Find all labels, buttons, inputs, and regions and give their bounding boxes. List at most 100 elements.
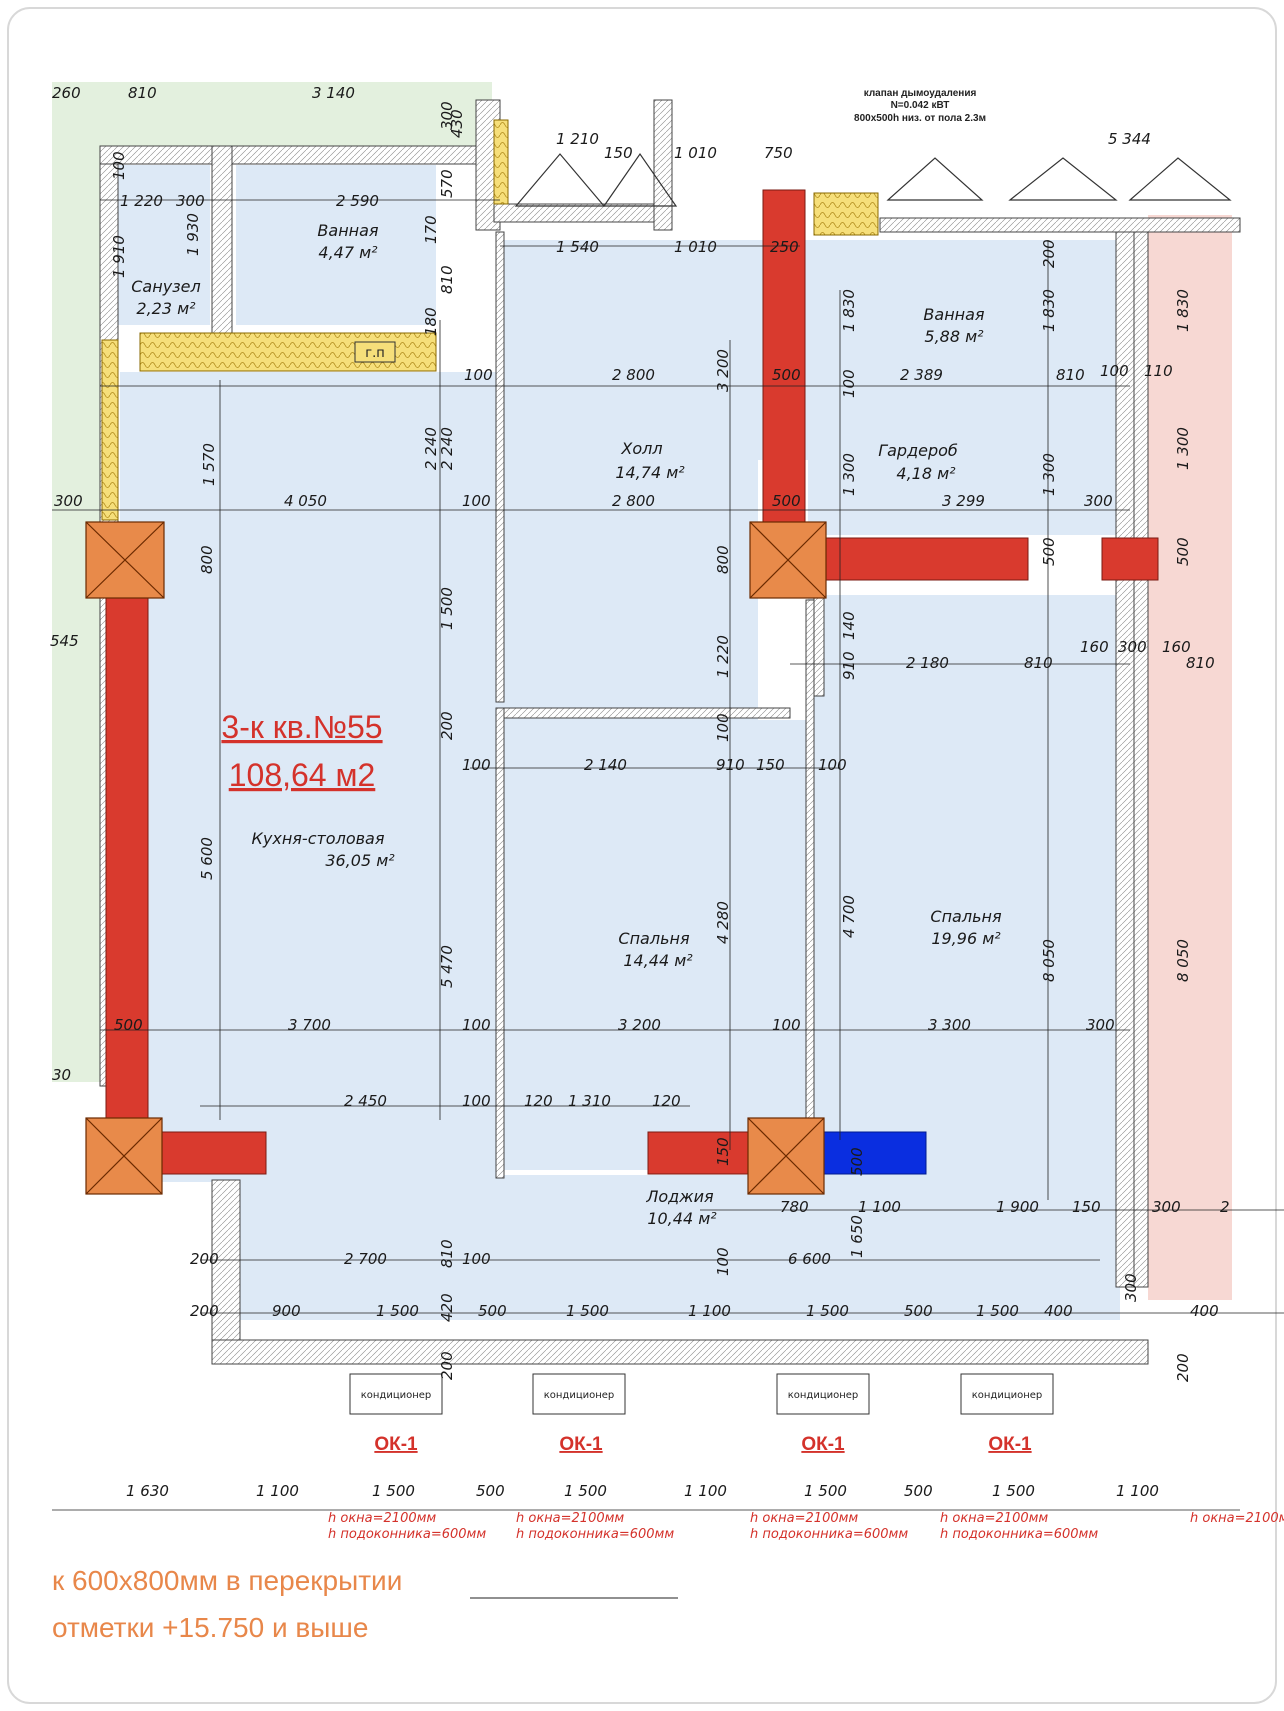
- room-hall-name: Холл: [620, 439, 662, 458]
- dim-v: 170: [422, 215, 440, 244]
- dim: 910: [716, 756, 745, 774]
- dim: 2 389: [900, 366, 943, 384]
- dim: 120: [652, 1092, 681, 1110]
- h-window-note: h окна=2100мм: [328, 1511, 436, 1526]
- dim-v: 5 470: [438, 945, 456, 988]
- column-tc: [749, 521, 827, 599]
- dim-bottom: 500: [476, 1482, 505, 1500]
- dim-v: 1 300: [1174, 427, 1192, 470]
- dim: 100: [462, 492, 491, 510]
- dim-v: 500: [1040, 537, 1058, 566]
- dim: 100: [462, 1016, 491, 1034]
- window-highlight-blue: [823, 1131, 927, 1175]
- dim: 810: [1024, 654, 1053, 672]
- room-wc-area: 2,23 м²: [136, 299, 196, 318]
- dim: 3 700: [288, 1016, 331, 1034]
- dim-v: 2 240: [422, 427, 440, 470]
- h-sill-note: h подоконника=600мм: [750, 1527, 908, 1542]
- bottom-note-2: отметки +15.750 и выше: [52, 1612, 368, 1643]
- dim: 100: [1100, 362, 1129, 380]
- room-bath1-area: 4,47 м²: [318, 243, 378, 262]
- room-wc-name: Санузел: [131, 277, 200, 296]
- dim-bottom: 1 500: [992, 1482, 1035, 1500]
- window-mark: ОК-1: [374, 1434, 418, 1455]
- dim: 100: [462, 1250, 491, 1268]
- dim: 1 210: [556, 130, 599, 148]
- dim-bottom: 1 500: [372, 1482, 415, 1500]
- dim: 1 100: [858, 1198, 901, 1216]
- dim: 150: [1072, 1198, 1101, 1216]
- column-tl: [85, 521, 165, 599]
- dim: 200: [190, 1250, 219, 1268]
- room-bath2-name: Ванная: [923, 305, 985, 324]
- top-note-2: N=0.042 кВТ: [891, 100, 950, 111]
- h-window-note: h окна=2100мм: [750, 1511, 858, 1526]
- dim: 750: [764, 144, 793, 162]
- dim-v: 4 700: [840, 895, 858, 938]
- dim: 300: [1086, 1016, 1115, 1034]
- dim: 2 180: [906, 654, 949, 672]
- dim: 160: [1080, 638, 1109, 656]
- dim: 3 299: [942, 492, 985, 510]
- dim-v: 1 930: [184, 213, 202, 256]
- dim-v: 2 240: [438, 427, 456, 470]
- dim: 100: [818, 756, 847, 774]
- dim: 1 100: [688, 1302, 731, 1320]
- dim: 250: [770, 238, 799, 256]
- dim: 500: [772, 366, 801, 384]
- dim: 1 500: [566, 1302, 609, 1320]
- h-window-note: h окна=2100мм: [516, 1511, 624, 1526]
- dim: 3 300: [928, 1016, 971, 1034]
- dim: 810: [1186, 654, 1215, 672]
- h-sill-note: h подоконника=600мм: [516, 1527, 674, 1542]
- left-neighbor-top: [102, 82, 492, 148]
- dim-v: 180: [422, 307, 440, 336]
- room-bedroom1-area: 14,44 м²: [623, 951, 693, 970]
- dim: 2 800: [612, 492, 655, 510]
- dim-bottom: 1 100: [1116, 1482, 1159, 1500]
- dim-v: 200: [438, 1351, 456, 1380]
- dim-v: 800: [714, 545, 732, 574]
- dim: 1 540: [556, 238, 599, 256]
- dim-v: 810: [438, 1239, 456, 1268]
- dim: 2 700: [344, 1250, 387, 1268]
- window-mark: ОК-1: [559, 1434, 603, 1455]
- apartment-title: 3-к кв.№55: [221, 709, 382, 745]
- h-window-note: h окна=2100мм: [1190, 1511, 1284, 1526]
- dim: 3 200: [618, 1016, 661, 1034]
- dim: 1 310: [568, 1092, 611, 1110]
- dim: 1 900: [996, 1198, 1039, 1216]
- dim-v: 1 830: [840, 289, 858, 332]
- dim: 4 050: [284, 492, 327, 510]
- room-loggia-area: 10,44 м²: [647, 1209, 717, 1228]
- dim-v: 420: [438, 1293, 456, 1322]
- dim: 810: [1056, 366, 1085, 384]
- dim-bottom: 1 100: [684, 1482, 727, 1500]
- dim: 2 590: [336, 192, 379, 210]
- window-mark: ОК-1: [801, 1434, 845, 1455]
- room-wardrobe-area: 4,18 м²: [896, 464, 956, 483]
- dim-v: 150: [714, 1137, 732, 1166]
- column-bc: [747, 1117, 825, 1195]
- dim: 100: [462, 756, 491, 774]
- dim-lines: [52, 199, 1284, 1511]
- room-wardrobe-name: Гардероб: [878, 441, 958, 460]
- dim-bottom: 1 500: [804, 1482, 847, 1500]
- dim-bottom: 1 500: [564, 1482, 607, 1500]
- dim-v: 1 300: [1040, 453, 1058, 496]
- window-mark: ОК-1: [988, 1434, 1032, 1455]
- dim-bottom: 500: [904, 1482, 933, 1500]
- dim: 1 500: [806, 1302, 849, 1320]
- room-bath1-name: Ванная: [317, 221, 379, 240]
- dim: 5 344: [1108, 130, 1151, 148]
- gp-label: г.п: [365, 346, 384, 361]
- room-hall-area: 14,74 м²: [615, 463, 685, 482]
- dim-v: 1 650: [848, 1215, 866, 1258]
- dim: 2 450: [344, 1092, 387, 1110]
- dim-v: 100: [110, 151, 128, 180]
- dim: 300: [176, 192, 205, 210]
- dim-v: 1 830: [1040, 289, 1058, 332]
- dim-v: 200: [1040, 239, 1058, 268]
